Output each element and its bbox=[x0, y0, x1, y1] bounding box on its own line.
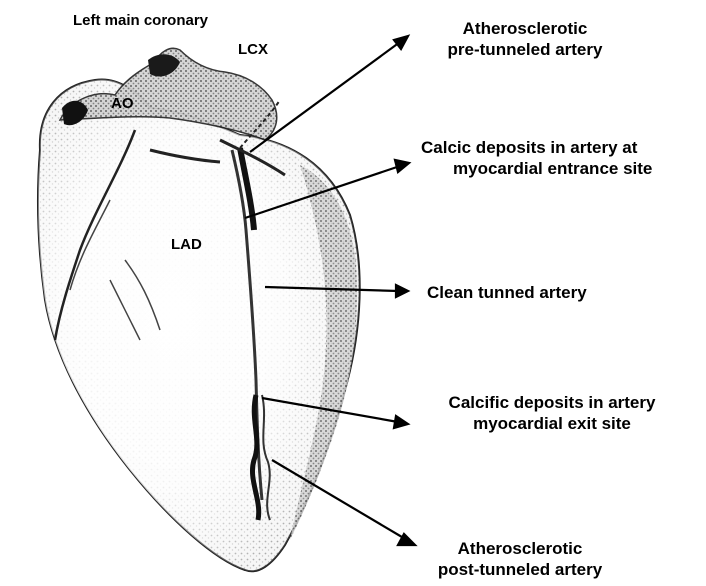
callout-exit-line2: myocardial exit site bbox=[412, 413, 692, 434]
ao-label: AO bbox=[111, 95, 134, 113]
lad-label: LAD bbox=[171, 236, 202, 254]
callout-post-tunneled-line2: post-tunneled artery bbox=[400, 559, 640, 580]
callout-post-tunneled: Atherosclerotic post-tunneled artery bbox=[400, 538, 640, 580]
callout-pre-tunneled: Atherosclerotic pre-tunneled artery bbox=[405, 18, 645, 60]
left-main-coronary-label: Left main coronary bbox=[73, 12, 208, 30]
callout-post-tunneled-line1: Atherosclerotic bbox=[400, 538, 640, 559]
callout-clean-line1: Clean tunned artery bbox=[427, 282, 587, 303]
callout-pre-tunneled-line1: Atherosclerotic bbox=[405, 18, 645, 39]
callout-pre-tunneled-line2: pre-tunneled artery bbox=[405, 39, 645, 60]
callout-clean-artery: Clean tunned artery bbox=[427, 282, 587, 303]
callout-entrance-site: Calcic deposits in artery at myocardial … bbox=[421, 137, 652, 179]
lcx-label: LCX bbox=[238, 41, 268, 59]
callout-entrance-line1: Calcic deposits in artery at bbox=[421, 137, 652, 158]
callout-exit-line1: Calcific deposits in artery bbox=[412, 392, 692, 413]
callout-exit-site: Calcific deposits in artery myocardial e… bbox=[412, 392, 692, 434]
callout-entrance-line2: myocardial entrance site bbox=[421, 158, 652, 179]
